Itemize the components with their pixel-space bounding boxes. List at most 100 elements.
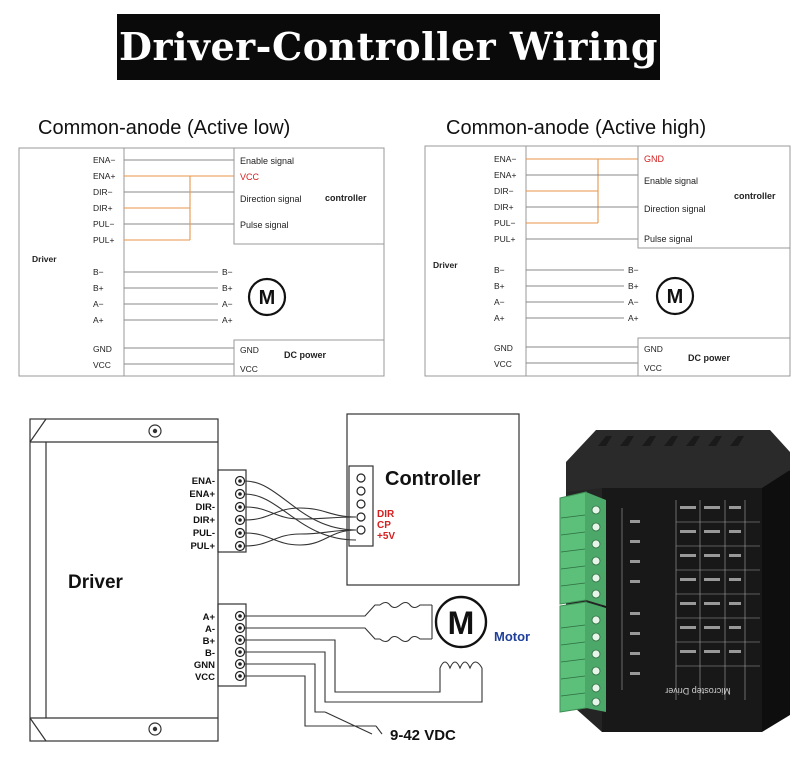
power-wires — [526, 346, 638, 364]
bottom-wiring-diagram: Driver ENA- ENA+ DIR- DIR+ PUL- PUL+ Con… — [29, 413, 530, 744]
mount-hole-icon — [148, 424, 162, 736]
pin-label: B+ — [494, 281, 505, 291]
pin-label: ENA− — [494, 154, 516, 164]
motor-wires — [245, 601, 483, 727]
motor-pin-label: B+ — [222, 283, 233, 293]
pin-label: DIR− — [93, 187, 113, 197]
motor-wires — [526, 269, 624, 319]
controller-signal: Direction signal — [240, 194, 302, 204]
power-pin: VCC — [644, 363, 662, 373]
controller-label: Controller — [385, 468, 481, 490]
panel-frame — [18, 147, 385, 377]
pin-label: ENA− — [93, 155, 115, 165]
panel-frame — [424, 145, 791, 377]
panel-active-low: Common-anode (Active low) Driver ENA− EN… — [18, 117, 385, 377]
signal-terminal-block — [234, 475, 246, 552]
pin-label: VCC — [494, 359, 512, 369]
controller-signal: Enable signal — [240, 156, 294, 166]
svg-text:M: M — [448, 605, 475, 641]
controller-box — [346, 413, 520, 586]
pin-label: ENA- — [192, 476, 215, 487]
pin-label: DIR- — [195, 502, 215, 513]
power-label: DC power — [284, 350, 327, 360]
panel-heading: Common-anode (Active high) — [446, 117, 706, 139]
dc-power-box — [233, 339, 385, 377]
motor-pin-label: B− — [628, 265, 639, 275]
controller-pin-label: CP — [377, 520, 391, 531]
driver-label: Driver — [433, 260, 458, 270]
pin-label: A+ — [203, 612, 216, 623]
svg-text:M: M — [667, 286, 684, 308]
controller-box — [233, 147, 385, 245]
pin-label: GNN — [194, 660, 215, 671]
pin-label: ENA+ — [189, 489, 215, 500]
motor-icon: M — [655, 276, 695, 316]
pin-label: DIR+ — [93, 203, 113, 213]
pin-label: VCC — [93, 360, 111, 370]
heatsink-icon — [566, 430, 790, 494]
pin-label: PUL− — [93, 219, 115, 229]
pin-label: B- — [205, 648, 215, 659]
controller-signal-vcc: VCC — [240, 172, 260, 182]
pin-label: A+ — [494, 313, 505, 323]
pin-label: DIR+ — [193, 515, 215, 526]
module-body — [602, 488, 762, 732]
vcc-wires — [124, 175, 234, 241]
pin-label: DIR− — [494, 186, 514, 196]
svg-text:M: M — [259, 287, 276, 309]
motor-label: Motor — [494, 629, 530, 644]
pin-label: GND — [93, 344, 112, 354]
dc-power-box — [637, 337, 791, 377]
motor-pin-label: A+ — [222, 315, 233, 325]
controller-box — [637, 145, 791, 249]
power-pin: GND — [644, 344, 663, 354]
pin-label: PUL+ — [93, 235, 115, 245]
motor-icon: M — [434, 595, 488, 649]
controller-label: controller — [325, 193, 367, 203]
signal-wires — [124, 159, 234, 225]
pin-label: A+ — [93, 315, 104, 325]
panel-active-high: Common-anode (Active high) Driver ENA− E… — [424, 117, 791, 377]
power-supply-label: 9-42 VDC — [390, 727, 456, 744]
gnd-wires — [526, 158, 638, 224]
pin-label: PUL+ — [494, 234, 516, 244]
pin-label: A- — [205, 624, 215, 635]
motor-icon: M — [247, 277, 287, 317]
power-pin: VCC — [240, 364, 258, 374]
pin-label: A− — [93, 299, 104, 309]
controller-pin-label: DIR — [377, 509, 395, 520]
controller-terminals — [356, 473, 366, 535]
controller-signal-gnd: GND — [644, 154, 665, 164]
motor-pin-label: A− — [628, 297, 639, 307]
pin-label: B+ — [203, 636, 216, 647]
controller-signal: Pulse signal — [240, 220, 289, 230]
panel-heading: Common-anode (Active low) — [38, 117, 290, 139]
module-name-print: Microstep Driver — [665, 686, 731, 696]
motor-wires — [124, 271, 218, 321]
controller-signal: Pulse signal — [644, 234, 693, 244]
pin-label: B+ — [93, 283, 104, 293]
pin-label: DIR+ — [494, 202, 514, 212]
pin-label: ENA+ — [494, 170, 516, 180]
power-wires — [124, 347, 234, 365]
controller-signal: Enable signal — [644, 176, 698, 186]
signal-wires — [526, 174, 638, 240]
pin-label: A− — [494, 297, 505, 307]
signal-wires — [244, 480, 357, 547]
controller-label: controller — [734, 191, 776, 201]
controller-signal: Direction signal — [644, 204, 706, 214]
driver-label: Driver — [68, 572, 124, 593]
pin-label: PUL- — [193, 528, 215, 539]
title-banner: Driver-Controller Wiring — [117, 14, 660, 80]
driver-body — [29, 418, 247, 742]
controller-pin-label: +5V — [377, 531, 395, 542]
pin-label: PUL+ — [190, 541, 215, 552]
motor-pin-label: B+ — [628, 281, 639, 291]
terminal-block-icon — [559, 491, 606, 713]
pin-label: ENA+ — [93, 171, 115, 181]
pin-label: VCC — [195, 672, 215, 683]
motor-terminal-block — [234, 610, 246, 682]
motor-pin-label: A− — [222, 299, 233, 309]
pin-label: B− — [494, 265, 505, 275]
